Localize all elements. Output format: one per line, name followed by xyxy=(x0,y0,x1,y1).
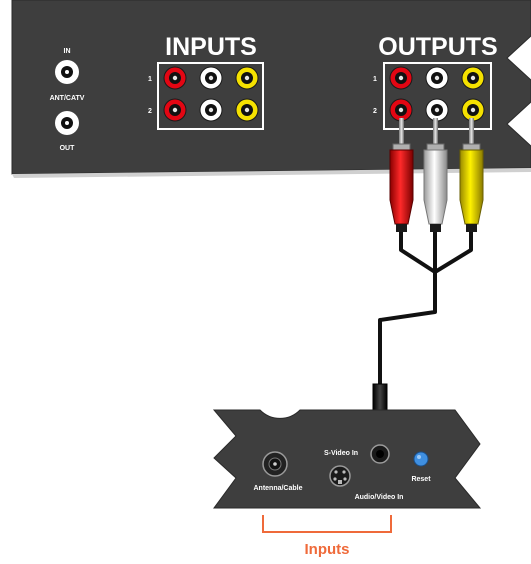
white-rca-plug[interactable] xyxy=(423,143,448,232)
outputs-jacks xyxy=(389,66,485,122)
antenna-cable-label: Antenna/Cable xyxy=(253,485,302,492)
outputs-row2-yellow-jack[interactable] xyxy=(461,98,485,122)
ant-in-label: IN xyxy=(64,48,71,55)
inputs-row2-white-jack[interactable] xyxy=(199,98,223,122)
yellow-rca-plug[interactable] xyxy=(459,143,484,232)
inputs-callout-label: Inputs xyxy=(305,541,350,558)
rca-cable xyxy=(372,118,484,446)
device-panel-body xyxy=(212,409,482,509)
outputs-row2-red-jack[interactable] xyxy=(389,98,413,122)
audio-video-in-label: Audio/Video In xyxy=(355,494,404,501)
ant-out-label: OUT xyxy=(60,145,76,152)
coax-out-jack[interactable] xyxy=(55,111,79,135)
outputs-row1-red-jack[interactable] xyxy=(389,66,413,90)
reset-button[interactable] xyxy=(413,451,429,467)
outputs-row1-white-jack[interactable] xyxy=(425,66,449,90)
inputs-row1-yellow-jack[interactable] xyxy=(235,66,259,90)
vcr-panel-body xyxy=(11,0,531,175)
inputs-row2-yellow-jack[interactable] xyxy=(235,98,259,122)
antenna-cable-jack[interactable] xyxy=(262,451,288,477)
svideo-label: S-Video In xyxy=(324,450,358,457)
outputs-row-1-label: 1 xyxy=(373,76,377,83)
inputs-jack-frame xyxy=(157,62,264,130)
inputs-title: INPUTS xyxy=(165,33,257,61)
device-panel: Antenna/Cable S-Video In Audio/Video In … xyxy=(212,409,482,509)
coax-in-jack[interactable] xyxy=(55,60,79,84)
ant-catv-label: ANT/CATV xyxy=(50,95,85,102)
audio-video-in-jack[interactable] xyxy=(370,444,390,464)
red-rca-plug[interactable] xyxy=(389,143,414,232)
inputs-row1-red-jack[interactable] xyxy=(163,66,187,90)
outputs-row2-white-jack[interactable] xyxy=(425,98,449,122)
inputs-row-1-label: 1 xyxy=(148,76,152,83)
outputs-row-2-label: 2 xyxy=(373,108,377,115)
inputs-row1-white-jack[interactable] xyxy=(199,66,223,90)
reset-label: Reset xyxy=(411,476,431,483)
svideo-jack[interactable] xyxy=(329,465,351,487)
cable-wires xyxy=(378,230,473,385)
inputs-jacks xyxy=(163,66,259,122)
outputs-title: OUTPUTS xyxy=(378,33,497,61)
inputs-row2-red-jack[interactable] xyxy=(163,98,187,122)
inputs-callout-bracket xyxy=(262,515,392,533)
vcr-panel: IN ANT/CATV OUT INPUTS 1 2 OUTPUTS 1 2 xyxy=(11,0,531,178)
inputs-callout: Inputs xyxy=(262,515,392,558)
outputs-row1-yellow-jack[interactable] xyxy=(461,66,485,90)
inputs-row-2-label: 2 xyxy=(148,108,152,115)
